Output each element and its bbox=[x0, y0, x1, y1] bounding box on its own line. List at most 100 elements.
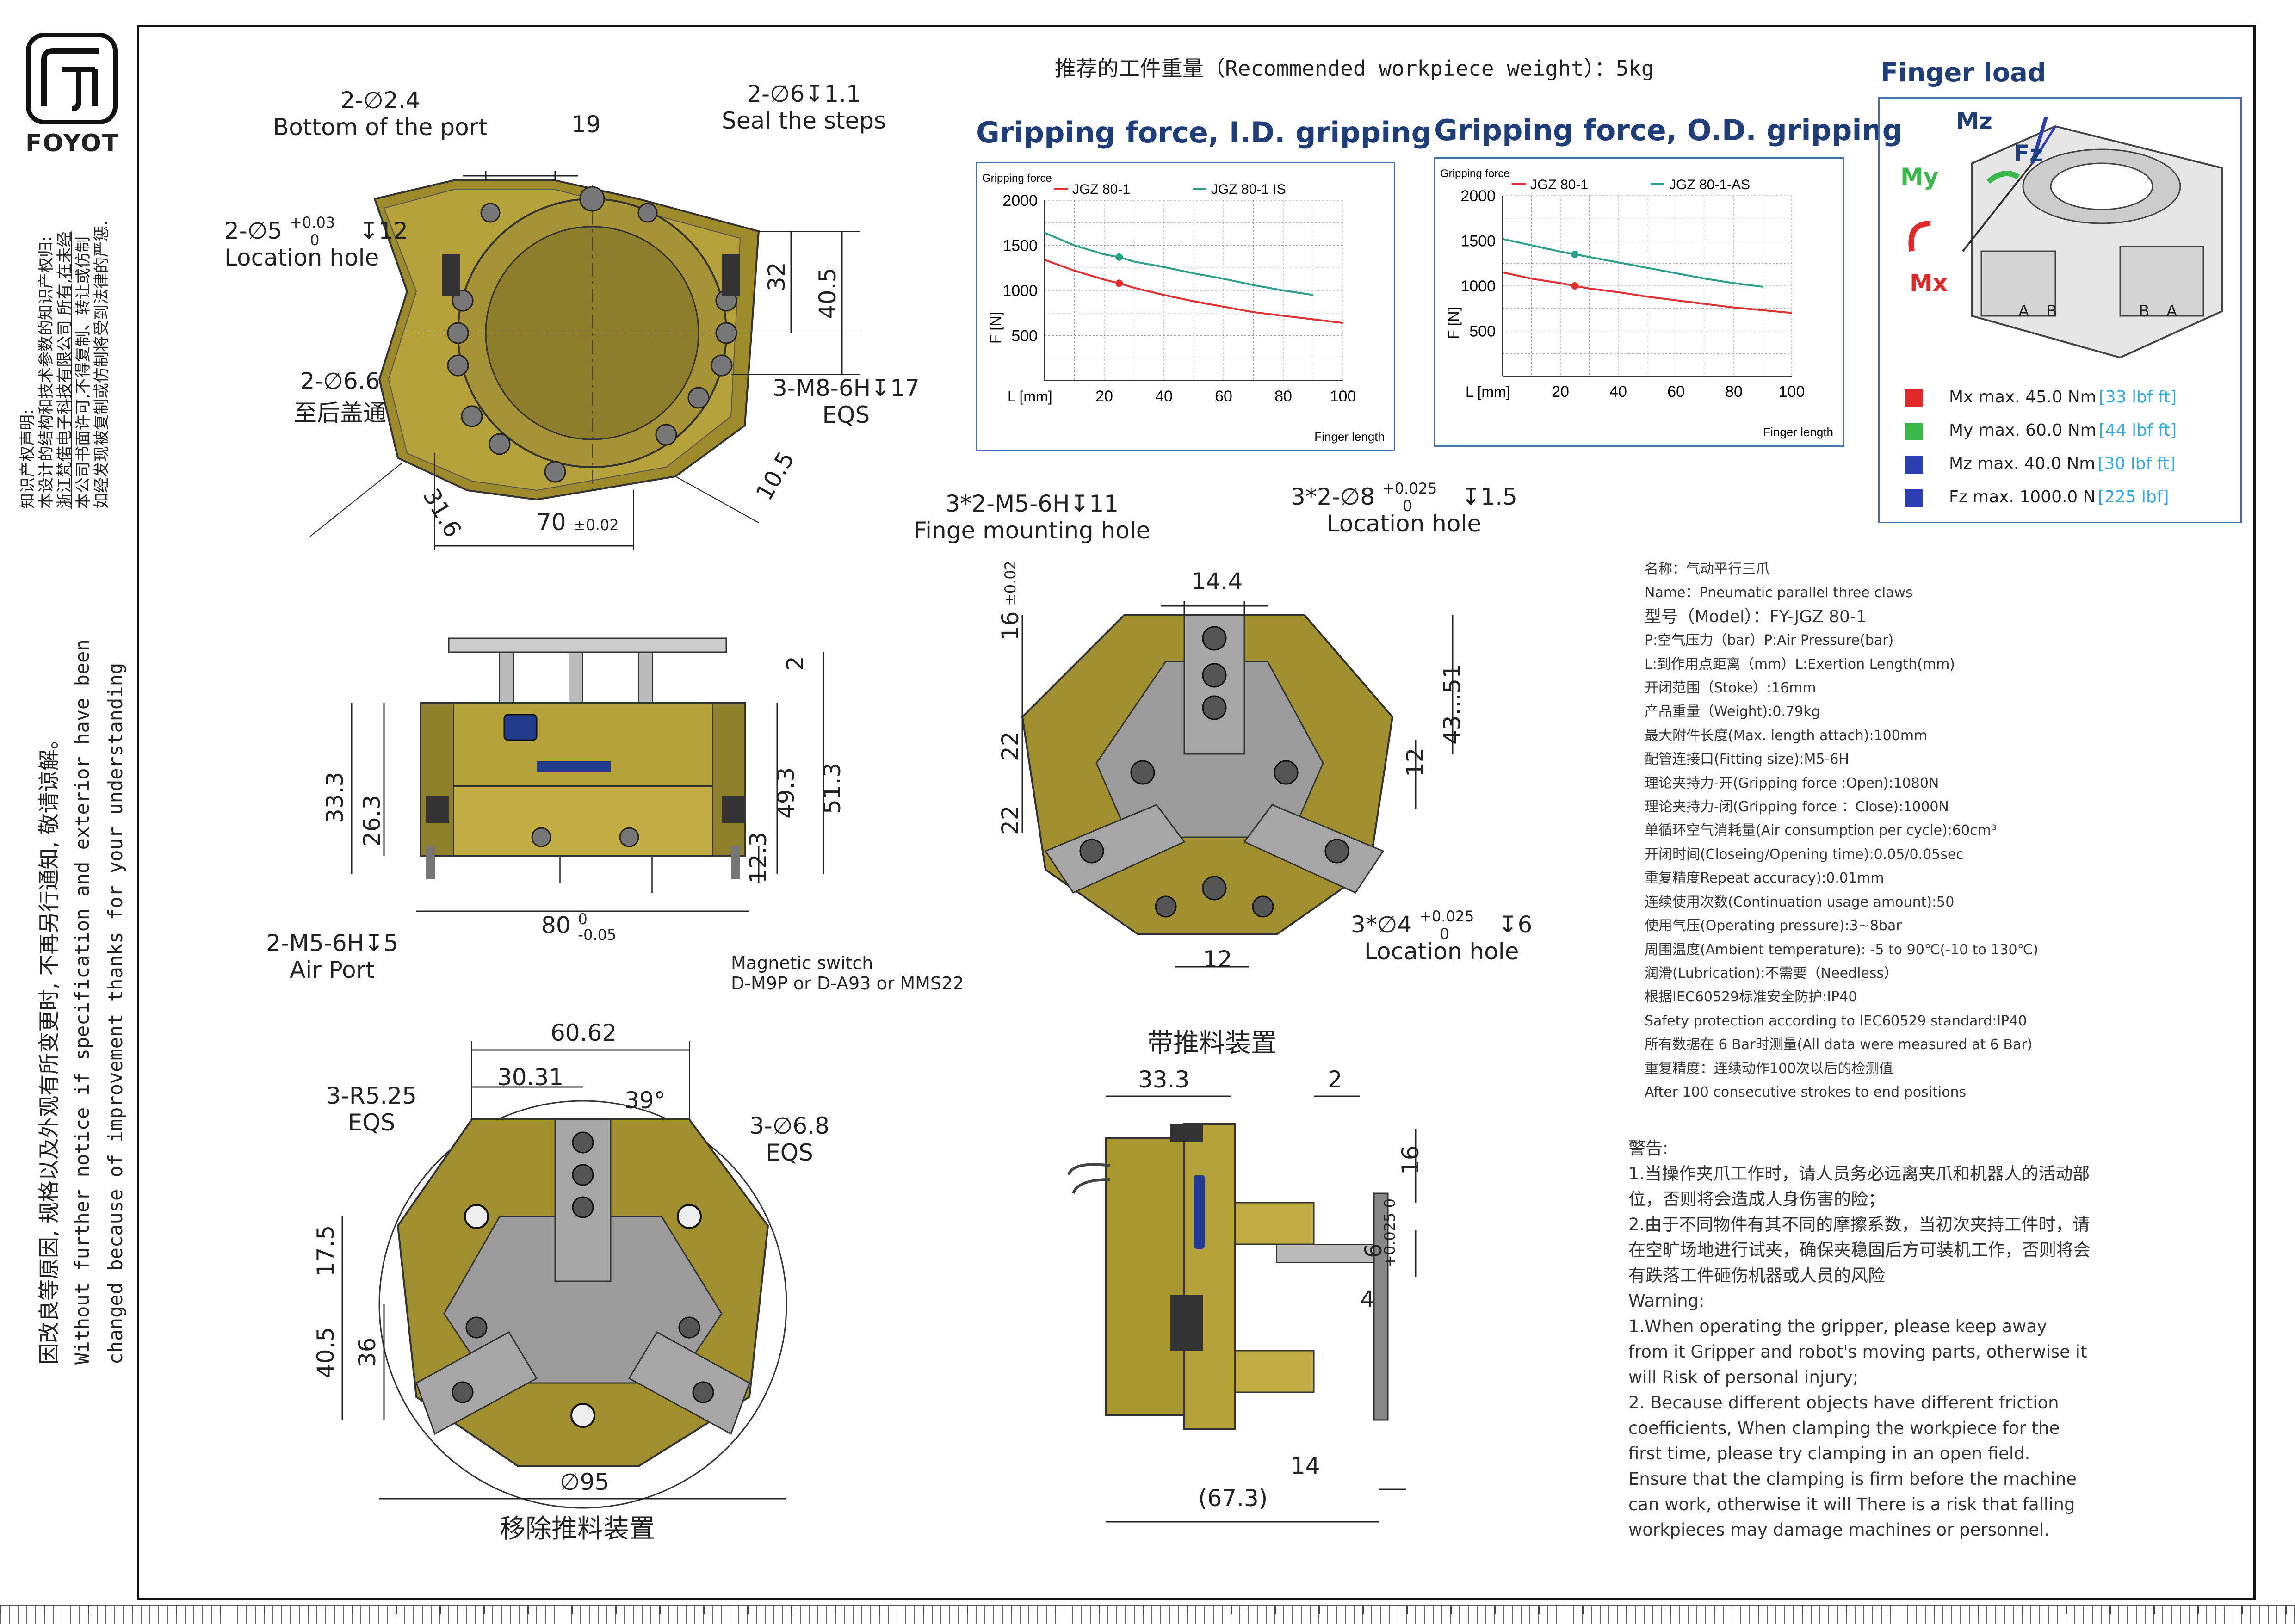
spec-line: 配管连接口(Fitting size):M5-6H bbox=[1645, 751, 1849, 768]
push-dim-4: 4 bbox=[1360, 1286, 1375, 1313]
y-tick-label: 2000 bbox=[1460, 187, 1496, 205]
front-dim-22a: 22 bbox=[997, 731, 1024, 761]
dim-70-value: 70 bbox=[537, 509, 566, 536]
push-dim-6-tol: +0.025 0 bbox=[1381, 1198, 1398, 1267]
y-tick-label: 1500 bbox=[1460, 233, 1496, 250]
axis-fz: Fz bbox=[2014, 140, 2043, 167]
y-tick-label: 1000 bbox=[1002, 282, 1038, 300]
side-view-drawing bbox=[351, 637, 824, 912]
finger-load-box: Mz Fz My Mx A B B A Mx max. 45.0 Nm [33 … bbox=[1878, 97, 2242, 523]
bottom-dim-95: ∅95 bbox=[560, 1469, 610, 1495]
finger-mount-desc: Finge mounting hole bbox=[914, 517, 1151, 544]
push-dim-67-3: (67.3) bbox=[1198, 1485, 1268, 1512]
axis-my: My bbox=[1900, 163, 1939, 190]
top-view: 2-∅2.4 Bottom of the port 2-∅6↧1.1 Seal … bbox=[224, 80, 920, 555]
magnetic-switch-label: Magnetic switch D-M9P or D-A93 or MMS22 bbox=[731, 953, 964, 994]
load-swatch bbox=[1905, 423, 1923, 440]
bottom-d68-label: 3-∅6.8 EQS bbox=[749, 1112, 829, 1166]
side-dim-51-3: 51.3 bbox=[819, 762, 846, 814]
spec-list: 名称：气动平行三爪 Name：Pneumatic parallel three c… bbox=[1645, 557, 2107, 1104]
warning-cn-2: 2.由于不同物件有其不同的摩擦系数，当初次夹持工件时，请在空旷场地进行试夹，确保… bbox=[1628, 1215, 2091, 1285]
series-marker-2 bbox=[1571, 250, 1579, 258]
push-view-drawing bbox=[1067, 1095, 1417, 1523]
change-notice-cn: 因改良等原因, 规格以及外观有所变更时, 不再另行通知, 敬请谅解。 bbox=[37, 728, 62, 1365]
finger-mount-label: 3*2-M5-6H↧11 Finge mounting hole bbox=[914, 490, 1151, 544]
load-imperial: [30 lbf ft] bbox=[2097, 454, 2176, 473]
side-dim-2: 2 bbox=[782, 656, 809, 671]
dim-80-tol-lower: -0.05 bbox=[578, 926, 617, 944]
spec-line: 名称：气动平行三爪 bbox=[1645, 561, 1769, 577]
loc-tol-upper: +0.03 bbox=[290, 214, 335, 231]
air-port-spec: 2-M5-6H↧5 bbox=[266, 930, 398, 957]
spec-line: After 100 consecutive strokes to end pos… bbox=[1645, 1084, 1967, 1100]
face-label: A bbox=[2018, 302, 2029, 321]
ip-line: 浙江梵偌电子科技有限公司 所有,在未经 bbox=[56, 231, 74, 509]
loc-depth: ↧12 bbox=[359, 217, 408, 244]
bottom-ruler-major bbox=[0, 1605, 2295, 1614]
dim-80-tol: 0 -0.05 bbox=[578, 911, 617, 943]
ip-line: 如经发现被复制或仿制将受到法律的严惩. bbox=[93, 221, 111, 509]
top-port-label: 2-∅2.4 Bottom of the port bbox=[273, 87, 488, 141]
series-line-2 bbox=[1044, 232, 1313, 296]
thread-spec: 3-M8-6H↧17 bbox=[773, 375, 920, 401]
drawing-frame bbox=[137, 25, 2256, 1600]
d68-spec: 3-∅6.8 bbox=[749, 1112, 829, 1139]
side-view: 2 33.3 26.3 49.3 51.3 12.3 80 0 -0.05 2-… bbox=[266, 634, 964, 1004]
x-tick-label: 100 bbox=[1330, 388, 1356, 405]
thread-desc: EQS bbox=[822, 401, 870, 428]
spec-line: 所有数据在 6 Bar时测量(All data were measured at… bbox=[1645, 1037, 2033, 1053]
bottom-dim-40-5: 40.5 bbox=[312, 1327, 339, 1378]
spec-line: 使用气压(Operating pressure):3~8bar bbox=[1645, 918, 1902, 934]
change-notice-en: changed because of improvement thanks fo… bbox=[104, 662, 127, 1365]
x-axis-right-label: Finger length bbox=[1314, 430, 1385, 444]
warning-en-1: 1.When operating the gripper, please kee… bbox=[1628, 1316, 2087, 1387]
x-axis-label: L [mm] bbox=[1008, 388, 1052, 405]
spec-line: 重复精度：连续动作100次以后的检测值 bbox=[1645, 1060, 1893, 1077]
loc-tol-lower: 0 bbox=[310, 231, 320, 249]
front-loc2-depth: ↧6 bbox=[1498, 911, 1533, 938]
legend-label: JGZ 80-1-AS bbox=[1669, 177, 1750, 192]
through-spec: 2-∅6.6 bbox=[300, 368, 380, 395]
magnetic-models: D-M9P or D-A93 or MMS22 bbox=[731, 973, 964, 994]
push-dim-2: 2 bbox=[1328, 1066, 1342, 1093]
front-dim-12: 12 bbox=[1402, 747, 1429, 777]
x-tick-label: 80 bbox=[1725, 383, 1743, 401]
spec-line: Safety protection according to IEC60529 … bbox=[1645, 1013, 2027, 1029]
loc-desc: Location hole bbox=[224, 244, 379, 271]
load-label: Mz max. 40.0 Nm bbox=[1949, 454, 2096, 473]
air-port-label: 2-M5-6H↧5 Air Port bbox=[266, 930, 398, 983]
chart2-title: Gripping force, O.D. gripping bbox=[1434, 113, 1903, 147]
ip-line: 本公司书面许可,不得复制、转让或仿制 bbox=[74, 236, 93, 509]
front-location-hole2-label: 3*∅4 +0.025 0 ↧6 Location hole bbox=[1351, 908, 1533, 965]
spec-line: 重复精度Repeat accuracy):0.01mm bbox=[1645, 870, 1884, 887]
bottom-dim-60-62: 60.62 bbox=[551, 1019, 617, 1046]
finger-mount-spec: 3*2-M5-6H↧11 bbox=[945, 490, 1119, 517]
y-axis-label: F [N] bbox=[987, 312, 1004, 344]
seal-spec: 2-∅6↧1.1 bbox=[747, 80, 861, 107]
bottom-angle: 39° bbox=[625, 1087, 666, 1114]
dim-32: 32 bbox=[763, 262, 790, 291]
top-through-label: 2-∅6.6 至后盖通 bbox=[294, 368, 386, 428]
spec-line: 理论夹持力-开(Gripping force :Open):1080N bbox=[1645, 775, 1939, 791]
front-loc-depth: ↧1.5 bbox=[1461, 483, 1517, 510]
legend-label: JGZ 80-1 bbox=[1530, 177, 1588, 192]
push-dim-6-tol-upper: +0.025 bbox=[1381, 1212, 1398, 1267]
spec-line: 理论夹持力-闭(Gripping force ：Close):1000N bbox=[1645, 799, 1949, 815]
y-tick-label: 1000 bbox=[1460, 278, 1496, 295]
series-marker-1 bbox=[1115, 279, 1123, 287]
front-view: 3*2-M5-6H↧11 Finge mounting hole 3*2-∅8 … bbox=[907, 480, 1554, 999]
front-loc2-spec: 3*∅4 bbox=[1351, 911, 1412, 938]
load-imperial: [44 lbf ft] bbox=[2098, 421, 2177, 440]
spec-line: 产品重量（Weight):0.79kg bbox=[1645, 704, 1820, 720]
logo-mark-icon bbox=[26, 33, 118, 124]
ip-notice: 知识产权声明: 本设计的结构和技术参数的知识产权归: 浙江梵偌电子科技有限公司 … bbox=[19, 221, 111, 509]
spec-line: Name：Pneumatic parallel three claws bbox=[1645, 585, 1913, 601]
series-line-2 bbox=[1502, 238, 1763, 288]
x-tick-label: 20 bbox=[1552, 383, 1569, 401]
front-loc-tol-upper: +0.025 bbox=[1382, 480, 1437, 497]
push-caption: 带推料装置 bbox=[1147, 1028, 1277, 1058]
side-dim-80: 80 0 -0.05 bbox=[541, 911, 616, 943]
warning-title-cn: 警告: bbox=[1628, 1138, 1669, 1158]
spec-line: 连续使用次数(Continuation usage amount):50 bbox=[1645, 894, 1955, 910]
dim-80-value: 80 bbox=[541, 912, 571, 939]
